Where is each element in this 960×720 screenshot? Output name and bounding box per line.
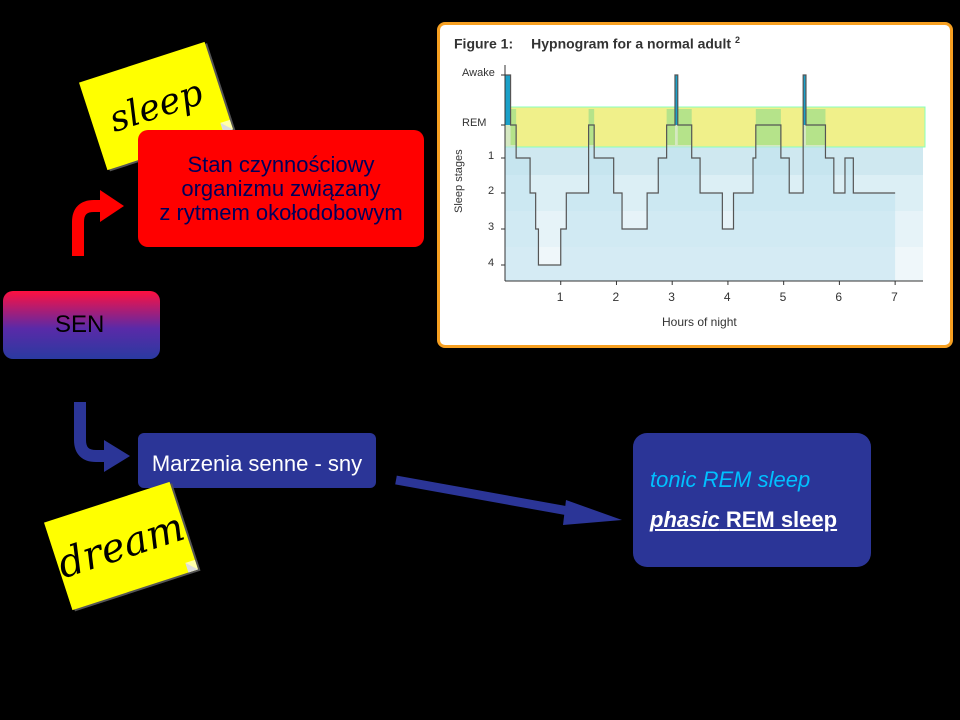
arrow-sen-to-definition — [72, 200, 104, 256]
definition-box: Stan czynnościowy organizmu związany z r… — [138, 130, 424, 247]
arrow-dreams-to-rem-head — [563, 500, 622, 525]
figure-title: Figure 1: Hypnogram for a normal adult 2 — [454, 35, 740, 52]
y-tick-label: 1 — [488, 150, 495, 162]
rem-episode — [666, 109, 675, 145]
awake-episode — [505, 75, 511, 125]
sen-label: SEN — [55, 311, 105, 338]
arrow-sen-to-definition-head — [100, 190, 124, 222]
x-tick-label: 4 — [723, 290, 731, 304]
stage-band-1 — [505, 145, 923, 175]
figure-superscript: 2 — [734, 35, 740, 45]
arrow-sen-to-dreams-head — [104, 440, 130, 472]
dreams-label: Marzenia senne - sny — [151, 451, 363, 476]
dream-note-text: dream — [51, 504, 191, 588]
x-tick-label: 3 — [668, 290, 675, 304]
y-tick-label: Awake — [462, 67, 495, 79]
hypnogram-chart — [501, 65, 926, 285]
phasic-rest: REM sleep — [719, 507, 838, 532]
phasic-rem-label: phasic REM sleep — [650, 507, 871, 533]
definition-line-3: z rytmem okołodobowym — [159, 199, 403, 225]
rem-band — [504, 106, 926, 148]
rem-types-box: tonic REM sleep phasic REM sleep — [633, 433, 871, 567]
awake-episode — [803, 75, 807, 125]
x-tick-label: 2 — [612, 290, 620, 304]
rem-episode — [588, 109, 595, 145]
y-tick-label: 2 — [488, 185, 495, 197]
y-axis-label: Sleep stages — [453, 149, 465, 213]
y-tick-label: 3 — [488, 221, 495, 233]
rem-episode — [677, 109, 692, 145]
x-tick-label: 5 — [779, 290, 787, 304]
figure-title-text: Hypnogram for a normal adult — [531, 35, 732, 52]
rem-episode — [510, 109, 517, 145]
figure-label: Figure 1: — [454, 35, 514, 52]
x-axis-label: Hours of night — [662, 315, 737, 329]
rem-episode — [755, 109, 781, 145]
sen-box: SEN — [3, 291, 160, 359]
x-tick-label: 1 — [556, 290, 564, 304]
rem-episode — [805, 109, 826, 145]
dreams-box: Marzenia senne - sny — [138, 433, 376, 488]
awake-episode — [674, 75, 678, 125]
hypnogram-figure: Figure 1:Hypnogram for a normal adult 2 … — [437, 22, 953, 348]
tonic-rem-label: tonic REM sleep — [650, 467, 811, 492]
y-tick-label: 4 — [488, 257, 495, 269]
arrow-sen-to-dreams — [74, 402, 108, 462]
y-tick-label: REM — [462, 117, 487, 129]
phasic-word: phasic — [650, 507, 720, 532]
definition-line-1: Stan czynnościowy — [187, 151, 375, 177]
x-tick-label: 6 — [835, 290, 843, 304]
arrow-dreams-to-rem — [395, 475, 586, 519]
hypnogram-line — [505, 74, 896, 266]
x-tick-label: 7 — [891, 290, 898, 304]
definition-line-2: organizmu związany — [181, 175, 381, 201]
